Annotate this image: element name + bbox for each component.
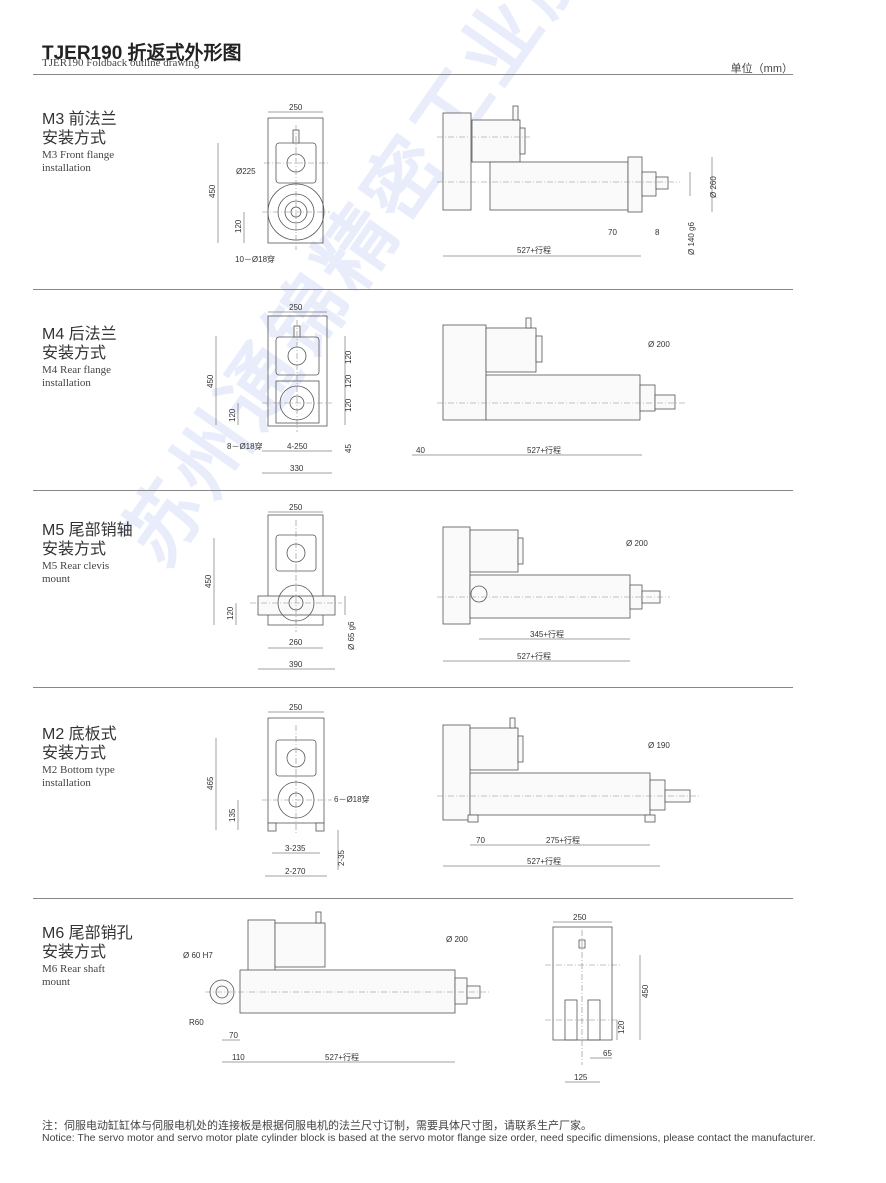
- svg-text:8－Ø18穿: 8－Ø18穿: [227, 441, 263, 451]
- m5-front-view: 250 450 120 260 390 Ø 65 g6: [204, 503, 356, 670]
- svg-text:250: 250: [289, 703, 303, 712]
- m6-front-view: 250 450 120 65 125: [545, 913, 650, 1083]
- m4-front-view: 250 450 120 120 120 120 45 8－Ø18穿 4-250 …: [206, 303, 353, 474]
- divider: [33, 898, 793, 899]
- m2-front-view: 250 465 135 6－Ø18穿 3-235 2-270 2-35: [206, 703, 370, 877]
- note-cn: 注：伺服电动缸缸体与伺服电机处的连接板是根据伺服电机的法兰尺寸订制，需要具体尺寸…: [42, 1120, 592, 1132]
- svg-text:120: 120: [228, 408, 237, 422]
- m2-side-view: Ø 190 70 275+行程 527+行程: [437, 717, 700, 867]
- page-subtitle: TJER190 Foldback outline drawing: [42, 57, 200, 69]
- svg-text:135: 135: [228, 808, 237, 822]
- svg-text:8: 8: [655, 228, 660, 237]
- divider: [33, 289, 793, 290]
- svg-text:250: 250: [289, 103, 303, 112]
- svg-text:390: 390: [289, 660, 303, 669]
- svg-text:Ø 260: Ø 260: [709, 176, 718, 198]
- svg-text:Ø 200: Ø 200: [626, 539, 648, 548]
- svg-text:330: 330: [290, 464, 304, 473]
- m4-side-view: Ø 200 40 527+行程: [412, 317, 685, 456]
- unit-label: 单位（mm）: [730, 63, 793, 75]
- svg-text:Ø 200: Ø 200: [446, 935, 468, 944]
- svg-text:527+行程: 527+行程: [517, 651, 551, 661]
- m3-front-view: 250 450 120 Ø225 10－Ø18穿: [208, 103, 330, 264]
- svg-text:527+行程: 527+行程: [325, 1052, 359, 1062]
- m5-side-view: Ø 200 345+行程 527+行程: [437, 526, 670, 662]
- svg-text:65: 65: [603, 1049, 612, 1058]
- svg-text:260: 260: [289, 638, 303, 647]
- svg-text:Ø 190: Ø 190: [648, 741, 670, 750]
- svg-text:450: 450: [208, 184, 217, 198]
- svg-text:120: 120: [344, 350, 353, 364]
- svg-text:120: 120: [226, 606, 235, 620]
- divider: [33, 490, 793, 491]
- svg-text:Ø 65 g6: Ø 65 g6: [347, 621, 356, 650]
- svg-text:2-270: 2-270: [285, 867, 306, 876]
- svg-text:Ø 60 H7: Ø 60 H7: [183, 951, 213, 960]
- page-title: TJER190 折返式外形图: [42, 43, 242, 64]
- svg-text:527+行程: 527+行程: [517, 245, 551, 255]
- svg-text:450: 450: [204, 574, 213, 588]
- svg-text:120: 120: [234, 219, 243, 233]
- svg-text:465: 465: [206, 776, 215, 790]
- svg-text:450: 450: [206, 374, 215, 388]
- m6-side-view: Ø 60 H7 R60 Ø 200 70 110 527+行程: [183, 911, 490, 1063]
- divider: [33, 74, 793, 75]
- svg-text:250: 250: [573, 913, 587, 922]
- svg-text:40: 40: [416, 446, 425, 455]
- divider: [33, 687, 793, 688]
- note-en: Notice: The servo motor and servo motor …: [42, 1132, 816, 1144]
- svg-text:110: 110: [232, 1053, 245, 1062]
- svg-text:120: 120: [617, 1020, 626, 1034]
- svg-text:3-235: 3-235: [285, 844, 306, 853]
- svg-text:2-35: 2-35: [337, 849, 346, 866]
- svg-text:6－Ø18穿: 6－Ø18穿: [334, 794, 370, 804]
- svg-text:70: 70: [229, 1031, 238, 1040]
- svg-text:R60: R60: [189, 1018, 204, 1027]
- svg-text:527+行程: 527+行程: [527, 856, 561, 866]
- svg-text:Ø 200: Ø 200: [648, 340, 670, 349]
- svg-text:125: 125: [574, 1073, 588, 1082]
- svg-text:4-250: 4-250: [287, 442, 308, 451]
- svg-text:120: 120: [344, 374, 353, 388]
- svg-text:Ø 140 g6: Ø 140 g6: [687, 222, 696, 255]
- svg-text:527+行程: 527+行程: [527, 445, 561, 455]
- m3-side-view: 527+行程 70 8 Ø 260 Ø 140 g6: [437, 105, 718, 257]
- svg-text:275+行程: 275+行程: [546, 835, 580, 845]
- svg-text:345+行程: 345+行程: [530, 629, 564, 639]
- svg-text:Ø225: Ø225: [236, 167, 256, 176]
- svg-text:10－Ø18穿: 10－Ø18穿: [235, 254, 275, 264]
- svg-text:250: 250: [289, 503, 303, 512]
- svg-text:120: 120: [344, 398, 353, 412]
- svg-text:70: 70: [476, 836, 485, 845]
- svg-text:450: 450: [641, 984, 650, 998]
- svg-text:250: 250: [289, 303, 303, 312]
- svg-text:70: 70: [608, 228, 617, 237]
- svg-text:45: 45: [344, 444, 353, 453]
